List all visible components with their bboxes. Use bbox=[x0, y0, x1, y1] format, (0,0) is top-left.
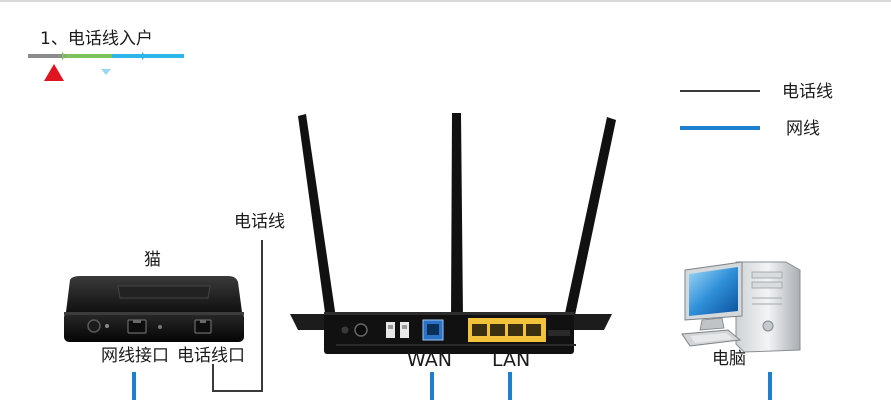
router-device bbox=[290, 113, 616, 354]
antenna-icon bbox=[451, 113, 463, 318]
monitor-screen-icon bbox=[689, 267, 738, 316]
legend-item-network-line: 网线 bbox=[786, 119, 820, 139]
phone-cable-line bbox=[212, 240, 263, 392]
modem-lan-port-label: 网线接口 bbox=[101, 346, 169, 366]
progress-segment-cyan bbox=[112, 54, 184, 58]
router-wan-label: WAN bbox=[407, 349, 452, 371]
current-step-marker-icon bbox=[44, 64, 64, 81]
legend-item-phone-line: 电话线 bbox=[782, 82, 833, 102]
antenna-icon bbox=[564, 117, 616, 320]
phone-cable-label: 电话线 bbox=[234, 212, 285, 232]
progress-arrow bbox=[62, 52, 66, 60]
step-title: 1、电话线入户 bbox=[40, 29, 153, 49]
progress-segment-gray bbox=[28, 54, 66, 58]
power-button-icon bbox=[87, 319, 101, 333]
power-button-icon bbox=[762, 320, 774, 332]
antenna-icon bbox=[298, 114, 336, 320]
modem-device bbox=[64, 276, 244, 342]
progress-arrow bbox=[142, 52, 146, 60]
usb-port-icon bbox=[400, 322, 409, 338]
usb-port-icon bbox=[386, 322, 395, 338]
computer-label: 电脑 bbox=[712, 349, 746, 369]
computer-device bbox=[681, 261, 801, 353]
router-lan-label: LAN bbox=[492, 349, 531, 371]
modem-phone-port-label: 电话线口 bbox=[177, 346, 245, 366]
progress-segment-green bbox=[66, 54, 112, 58]
power-button-icon bbox=[354, 323, 368, 337]
step-progress-bar bbox=[28, 52, 184, 81]
modem-label: 猫 bbox=[144, 250, 161, 270]
chevron-down-icon bbox=[101, 69, 111, 75]
